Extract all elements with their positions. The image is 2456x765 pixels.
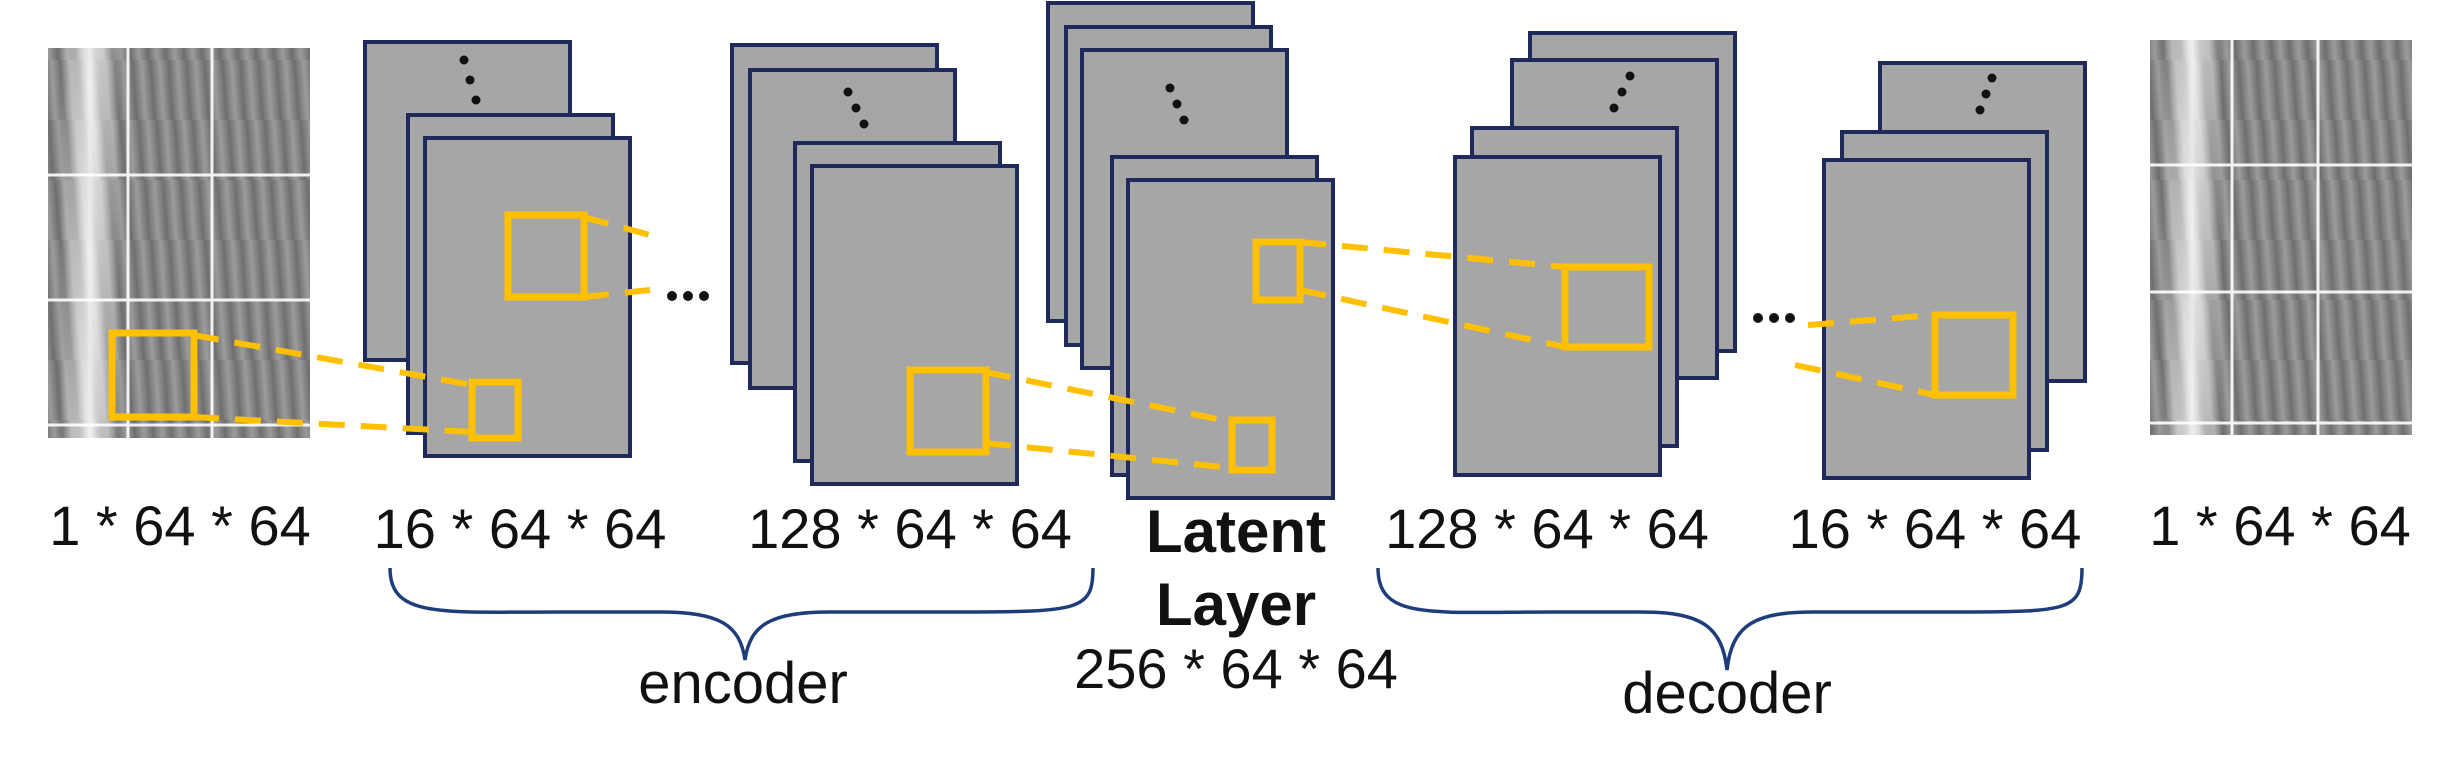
kernel-box-dec2: [1931, 311, 2017, 399]
encoder-stack-2: [730, 43, 1019, 486]
dec1-dims-label: 128 * 64 * 64: [1385, 497, 1709, 560]
projection-lines: [192, 214, 1936, 471]
ellipsis-dots-dec1: [1609, 71, 1635, 113]
feature-map: [1453, 155, 1662, 477]
kernel-box-enc2: [906, 366, 990, 456]
ellipsis-between-dec: [1753, 313, 1795, 323]
kernel-box-enc1-small: [468, 378, 522, 442]
kernel-box-latent: [1252, 238, 1304, 304]
ellipsis-dots-enc2: [843, 87, 869, 129]
ellipsis-between-enc: [667, 291, 709, 301]
feature-map: [1126, 178, 1335, 500]
dec2-dims-label: 16 * 64 * 64: [1789, 497, 2082, 560]
enc2-dims-label: 128 * 64 * 64: [748, 497, 1072, 560]
output-image: [2150, 40, 2412, 435]
kernel-box-enc1: [504, 211, 588, 301]
ellipsis-dots-latent: [1165, 83, 1189, 125]
encoder-brace: [388, 567, 1095, 661]
decoder-brace: [1376, 567, 2084, 671]
kernel-box-input: [108, 329, 198, 421]
ellipsis-dots-dec2: [1975, 73, 1997, 115]
latent-title-line2: Layer: [1156, 571, 1316, 638]
input-image: [48, 48, 310, 438]
kernel-box-dec1: [1561, 263, 1653, 351]
latent-title-line1: Latent: [1146, 498, 1326, 565]
encoder-stack-1: [363, 40, 632, 458]
decoder-label: decoder: [1622, 661, 1832, 726]
input-dims-label: 1 * 64 * 64: [49, 494, 311, 557]
enc1-dims-label: 16 * 64 * 64: [374, 497, 667, 560]
decoder-stack-1: [1453, 31, 1737, 477]
encoder-label: encoder: [638, 651, 848, 716]
output-dims-label: 1 * 64 * 64: [2149, 494, 2411, 557]
latent-stack: [1046, 1, 1335, 500]
latent-dims-label: 256 * 64 * 64: [1074, 637, 1398, 700]
kernel-box-latent-small: [1228, 416, 1276, 474]
ellipsis-dots-enc1: [459, 55, 481, 105]
decoder-stack-2: [1822, 61, 2087, 480]
